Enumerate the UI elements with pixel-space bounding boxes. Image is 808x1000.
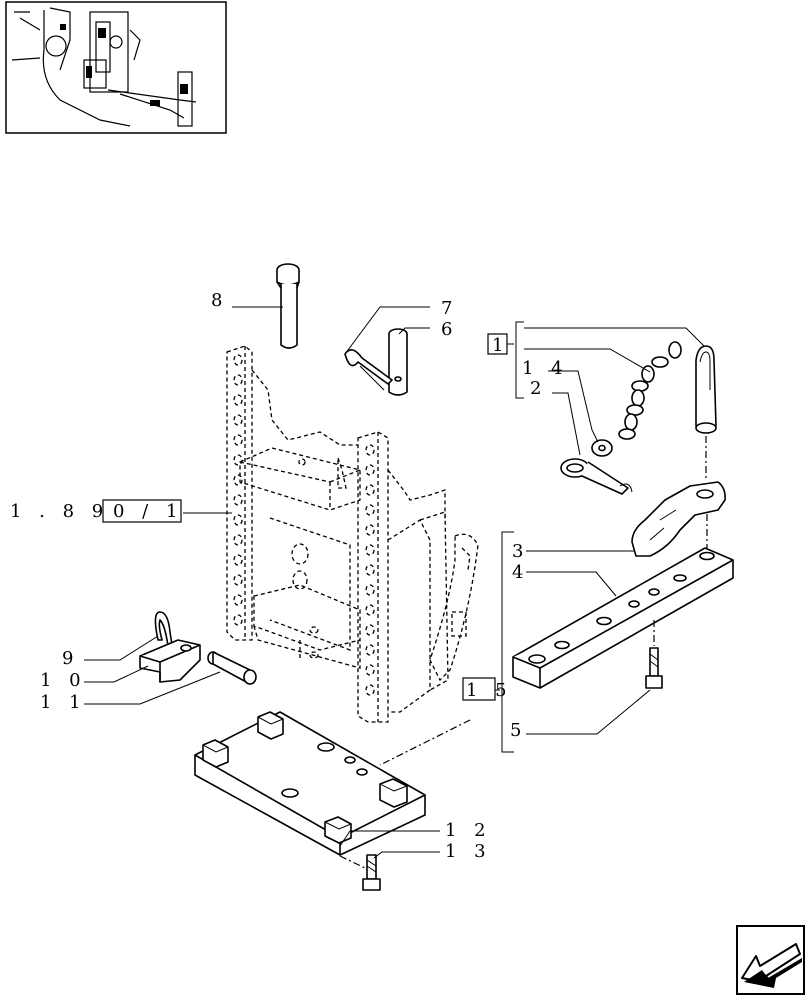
bracket-10 bbox=[139, 639, 201, 683]
callout-1-box bbox=[487, 333, 508, 355]
callout-6[interactable]: 6 bbox=[441, 319, 458, 340]
pin-6 bbox=[388, 328, 408, 396]
reference-prefix: 1 . 8 9 . bbox=[10, 501, 133, 522]
clip-9 bbox=[154, 611, 173, 647]
clip-7 bbox=[344, 349, 393, 391]
leader-lines bbox=[84, 306, 705, 859]
callout-11[interactable]: 1 1 bbox=[40, 692, 87, 713]
callout-8[interactable]: 8 bbox=[211, 290, 228, 311]
callout-2[interactable]: 2 bbox=[530, 378, 547, 399]
bolt-5 bbox=[645, 647, 663, 689]
callout-1[interactable]: 1 bbox=[492, 335, 509, 356]
ring-2 bbox=[591, 439, 613, 457]
base-plate bbox=[194, 711, 426, 856]
callout-14[interactable]: 1 4 bbox=[522, 358, 569, 379]
chain-14 bbox=[618, 341, 682, 440]
callout-10[interactable]: 1 0 bbox=[40, 670, 87, 691]
bolt-13 bbox=[362, 854, 381, 891]
pin-8 bbox=[276, 263, 300, 349]
reference-link[interactable]: 0 / 1 bbox=[113, 501, 183, 522]
callout-15[interactable]: 1 5 bbox=[466, 680, 513, 701]
callout-4[interactable]: 4 bbox=[512, 562, 529, 583]
callout-7[interactable]: 7 bbox=[441, 298, 458, 319]
spring-clip bbox=[560, 458, 633, 495]
callout-13[interactable]: 1 3 bbox=[445, 841, 492, 862]
hook-3 bbox=[631, 481, 726, 557]
pin-11 bbox=[207, 651, 257, 685]
tractor-rear-thumbnail[interactable] bbox=[5, 1, 227, 134]
callout-labels: 8 7 6 1 1 4 2 3 4 5 1 5 9 1 0 1 1 1 2 1 … bbox=[10, 290, 569, 862]
previous-page-arrow-icon[interactable] bbox=[736, 925, 805, 995]
callout-12[interactable]: 1 2 bbox=[445, 820, 492, 841]
callout-9[interactable]: 9 bbox=[62, 648, 79, 669]
callout-5[interactable]: 5 bbox=[510, 720, 527, 741]
reference-box bbox=[102, 499, 182, 523]
hitch-frame bbox=[226, 345, 479, 723]
callout-3[interactable]: 3 bbox=[512, 541, 529, 562]
alignment-lines bbox=[339, 436, 708, 869]
lock-pin-1 bbox=[695, 345, 717, 434]
callout-15-box bbox=[462, 677, 496, 701]
drawbar-4 bbox=[512, 547, 734, 689]
